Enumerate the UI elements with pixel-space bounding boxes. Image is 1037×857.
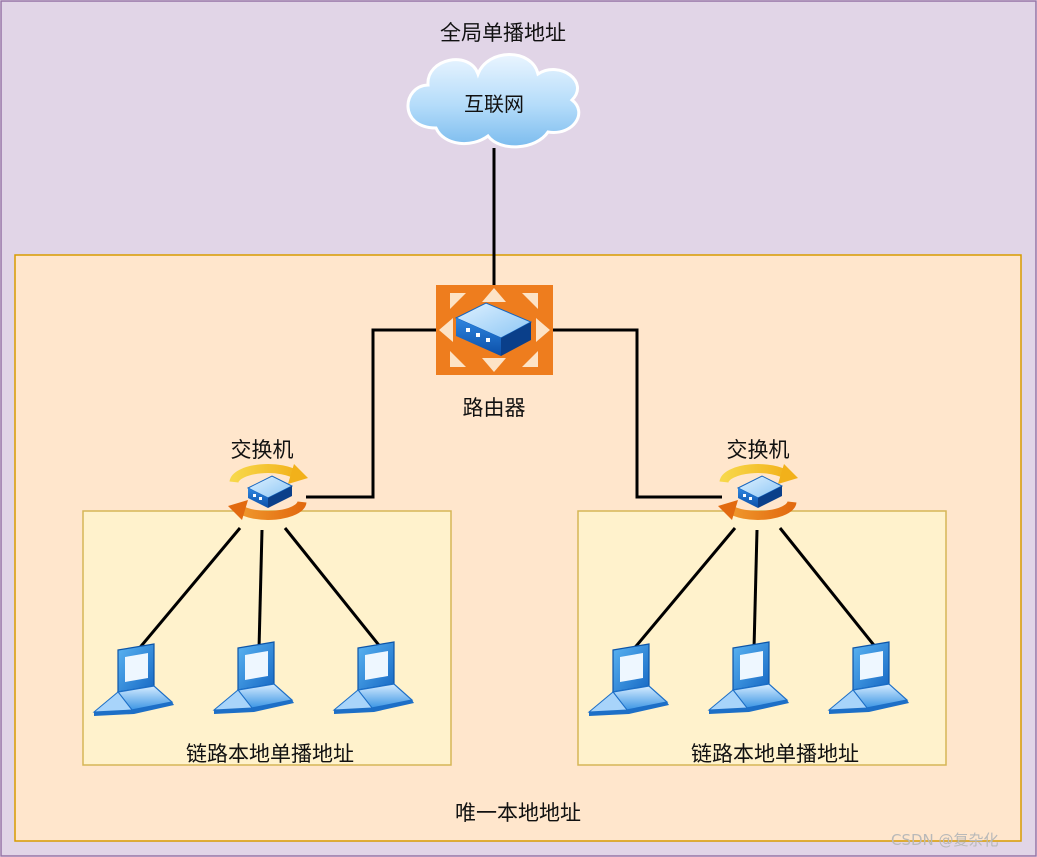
connectors — [135, 148, 879, 652]
internet-label: 互联网 — [464, 92, 524, 116]
link-router-switch-left — [306, 328, 436, 499]
link-switch-left-laptop-2 — [257, 529, 264, 650]
global-unicast-label: 全局单播地址 — [440, 21, 566, 45]
unique-local-label: 唯一本地地址 — [455, 801, 581, 825]
link-switch-left-laptop-3 — [283, 527, 384, 650]
link-local-zone-left — [82, 510, 452, 766]
watermark: CSDN @复杂化 — [891, 831, 999, 849]
link-switch-left-laptop-1 — [135, 527, 242, 652]
router-label: 路由器 — [462, 396, 526, 420]
link-switch-right-laptop-3 — [778, 527, 879, 650]
link-switch-right-laptop-2 — [752, 529, 759, 650]
link-local-left-label: 链路本地单播地址 — [186, 742, 354, 766]
link-switch-right-laptop-1 — [630, 527, 737, 652]
switch-left-label: 交换机 — [230, 438, 294, 462]
switch-right-label: 交换机 — [726, 438, 790, 462]
router-icon — [436, 285, 553, 375]
link-local-zone-right — [577, 510, 947, 766]
link-router-switch-right — [553, 328, 722, 499]
link-local-right-label: 链路本地单播地址 — [691, 742, 859, 766]
internet-cloud-icon — [406, 53, 581, 149]
